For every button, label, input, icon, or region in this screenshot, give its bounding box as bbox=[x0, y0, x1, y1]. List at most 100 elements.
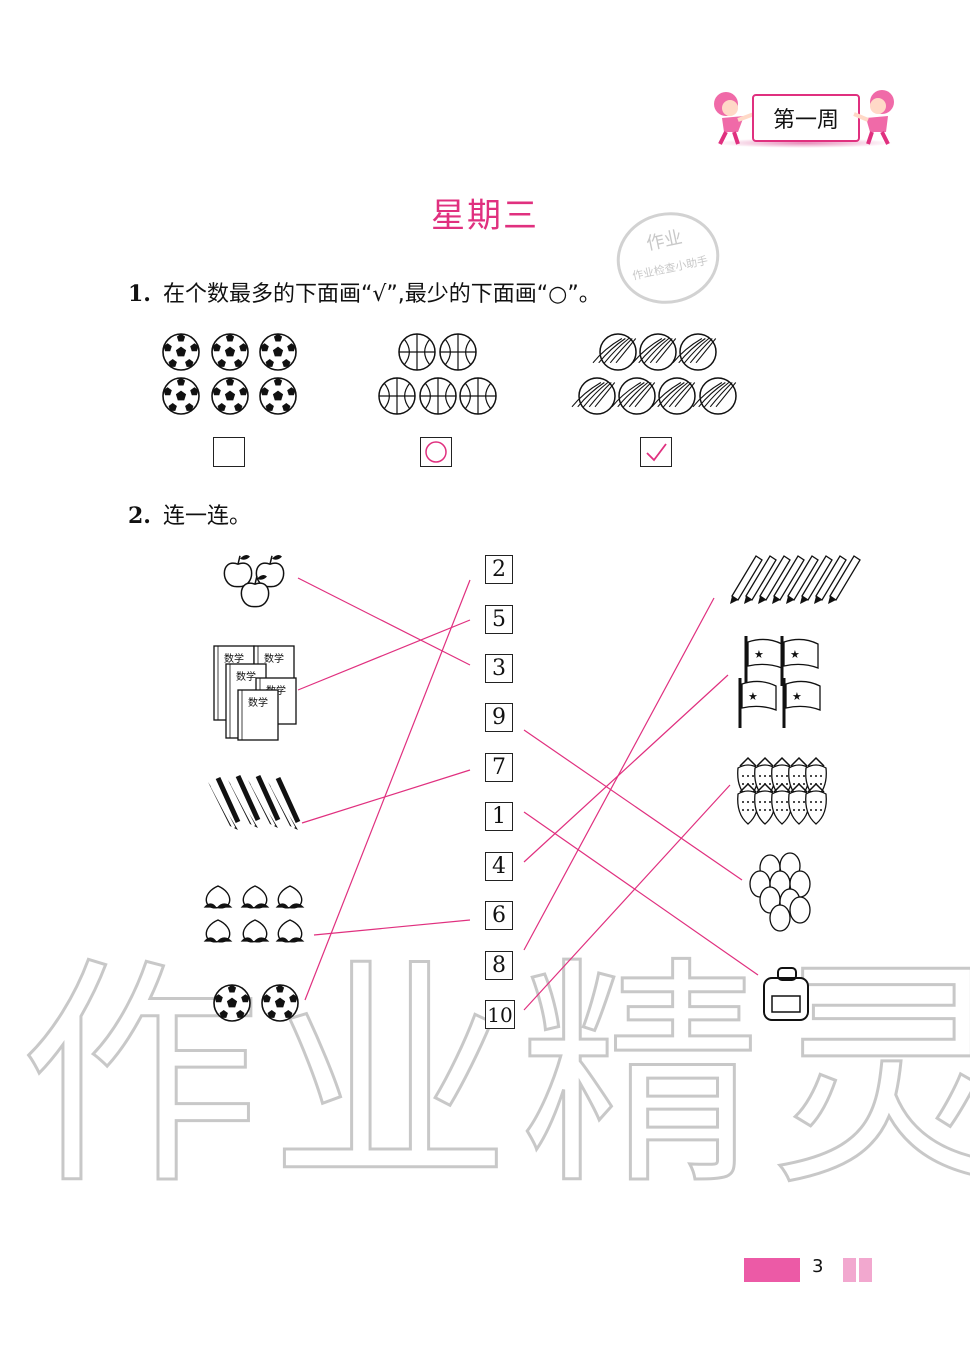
pencil-icon bbox=[758, 555, 791, 604]
peach-icon bbox=[275, 885, 305, 909]
strawberry-icon bbox=[737, 782, 759, 825]
flag-icon: ★ bbox=[744, 636, 783, 686]
number-box-4[interactable]: 4 bbox=[485, 852, 513, 881]
connect-line bbox=[523, 597, 715, 951]
connect-line bbox=[301, 769, 471, 824]
connect-line bbox=[297, 619, 471, 691]
pencil-icon bbox=[744, 555, 777, 604]
peach-icon bbox=[240, 919, 270, 943]
pencil-icon bbox=[786, 555, 819, 604]
peach-icon bbox=[275, 919, 305, 943]
backpack-icon bbox=[763, 967, 809, 1021]
football-icon bbox=[211, 333, 249, 371]
flag-icon: ★ bbox=[780, 636, 819, 686]
volleyball-icon bbox=[632, 333, 677, 371]
question-1: 1. 在个数最多的下面画“√”,最少的下面画“○”。 bbox=[128, 276, 601, 308]
answer-box-football[interactable] bbox=[213, 437, 245, 467]
svg-text:数学: 数学 bbox=[248, 696, 268, 709]
volleyball-icon bbox=[571, 377, 616, 415]
football-icon bbox=[211, 377, 249, 415]
peach-icon bbox=[203, 919, 233, 943]
question-2-text: 连一连。 bbox=[162, 504, 251, 529]
corn-icon bbox=[208, 776, 241, 830]
svg-text:★: ★ bbox=[754, 648, 764, 661]
svg-text:数学: 数学 bbox=[224, 652, 244, 665]
number-box-6[interactable]: 6 bbox=[485, 901, 513, 930]
check-mark-icon bbox=[646, 443, 667, 462]
girl-left-icon bbox=[714, 92, 755, 145]
volleyball-icon bbox=[651, 377, 696, 415]
volleyball-icon bbox=[692, 377, 737, 415]
page-title: 星期三 bbox=[431, 196, 539, 236]
volleyball-icon bbox=[592, 333, 637, 371]
number-box-10[interactable]: 10 bbox=[485, 1000, 515, 1029]
football-icon bbox=[259, 377, 297, 415]
number-box-9[interactable]: 9 bbox=[485, 703, 513, 732]
number-box-7[interactable]: 7 bbox=[485, 753, 513, 782]
basketball-icon bbox=[378, 377, 416, 415]
page-bar-right-1 bbox=[843, 1258, 856, 1282]
number-box-3[interactable]: 3 bbox=[485, 654, 513, 683]
apple-icon bbox=[240, 575, 270, 608]
number-box-8[interactable]: 8 bbox=[485, 951, 513, 980]
football-icon bbox=[162, 377, 200, 415]
pencil-icon bbox=[814, 555, 847, 604]
football-icon bbox=[162, 333, 200, 371]
corn-icon bbox=[268, 776, 301, 830]
basketball-icon bbox=[398, 333, 436, 371]
peach-icon bbox=[203, 885, 233, 909]
number-box-2[interactable]: 2 bbox=[485, 555, 513, 584]
pencil-icon bbox=[800, 555, 833, 604]
connect-line bbox=[523, 674, 729, 863]
svg-text:★: ★ bbox=[790, 648, 800, 661]
corn-icon bbox=[248, 774, 281, 828]
basketball-icon bbox=[439, 333, 477, 371]
svg-text:作业精灵: 作业精灵 bbox=[20, 937, 970, 1217]
strawberry-icon bbox=[754, 782, 776, 825]
svg-text:数学: 数学 bbox=[264, 652, 284, 665]
week-label: 第一周 bbox=[752, 94, 860, 142]
football-icon bbox=[213, 984, 251, 1022]
question-2-number: 2. bbox=[128, 503, 151, 529]
girl-right-icon bbox=[853, 90, 894, 145]
connect-line bbox=[304, 579, 471, 1001]
number-box-5[interactable]: 5 bbox=[485, 605, 513, 634]
number-box-1[interactable]: 1 bbox=[485, 802, 513, 831]
answer-box-basketball[interactable] bbox=[420, 437, 452, 467]
math-book-icon: 数学 bbox=[237, 689, 279, 741]
circle-mark-icon bbox=[425, 441, 447, 463]
basketball-icon bbox=[459, 377, 497, 415]
pencil-icon bbox=[730, 555, 763, 604]
apple-icon bbox=[255, 555, 285, 588]
svg-text:★: ★ bbox=[748, 690, 758, 703]
strawberry-icon bbox=[805, 782, 827, 825]
page-bar-right-2 bbox=[859, 1258, 872, 1282]
balloon-icon bbox=[789, 896, 811, 924]
question-1-number: 1. bbox=[128, 281, 151, 307]
page-number: 3 bbox=[812, 1256, 824, 1277]
week-tab-shadow bbox=[714, 138, 894, 148]
balloon-icon bbox=[769, 904, 791, 932]
corn-icon bbox=[228, 774, 261, 828]
svg-text:★: ★ bbox=[792, 690, 802, 703]
answer-box-volleyball[interactable] bbox=[640, 437, 672, 467]
connect-line bbox=[523, 811, 759, 976]
connect-line bbox=[523, 729, 743, 881]
page-bar-left bbox=[744, 1258, 800, 1282]
flag-icon: ★ bbox=[782, 678, 821, 728]
volleyball-icon bbox=[672, 333, 717, 371]
svg-text:数学: 数学 bbox=[0, 0, 2, 1]
peach-icon bbox=[240, 885, 270, 909]
basketball-icon bbox=[419, 377, 457, 415]
connect-line bbox=[523, 784, 731, 1011]
football-icon bbox=[261, 984, 299, 1022]
question-1-text: 在个数最多的下面画“√”,最少的下面画“○”。 bbox=[162, 282, 601, 307]
connect-line bbox=[297, 577, 471, 666]
apple-icon bbox=[223, 555, 253, 588]
svg-text:数学: 数学 bbox=[236, 670, 256, 683]
flag-icon: ★ bbox=[738, 678, 777, 728]
